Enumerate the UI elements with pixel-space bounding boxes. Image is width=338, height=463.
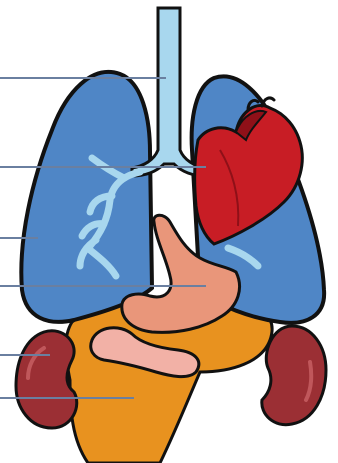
right-kidney (262, 326, 326, 425)
left-kidney (16, 331, 77, 428)
left-lung (21, 72, 152, 322)
